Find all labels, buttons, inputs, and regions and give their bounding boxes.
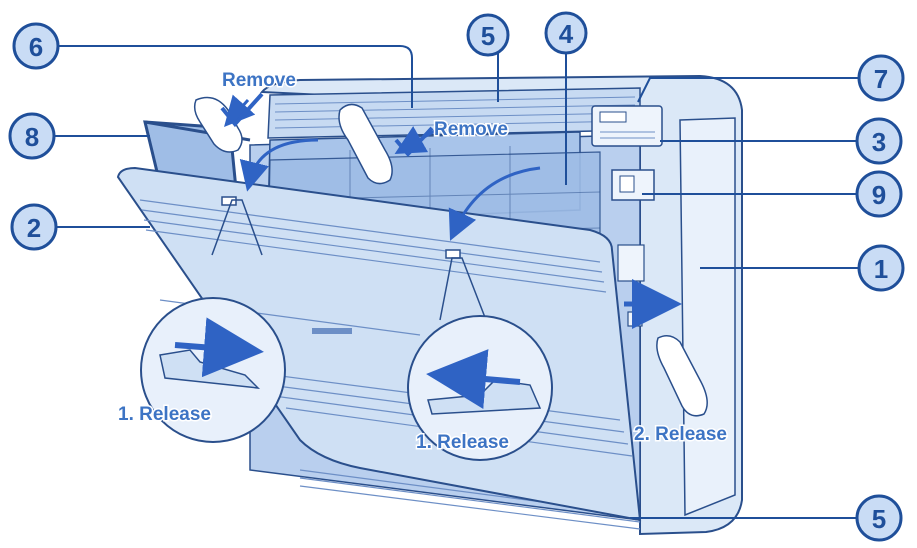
svg-text:6: 6 (29, 32, 43, 62)
magnifier-inset-left (140, 199, 286, 443)
remove-label-center: Remove (434, 119, 508, 140)
callout-5-bottom: 5 (855, 494, 903, 542)
svg-text:4: 4 (559, 19, 574, 49)
brand-logo (312, 328, 352, 334)
callout-2: 2 (10, 203, 58, 251)
callout-8: 8 (8, 112, 56, 160)
svg-text:9: 9 (872, 180, 886, 210)
callout-6: 6 (12, 22, 60, 70)
remove-label-left: Remove (222, 70, 296, 91)
svg-text:2: 2 (27, 213, 41, 243)
svg-text:8: 8 (25, 122, 39, 152)
check-icon (220, 92, 434, 158)
callout-7: 7 (857, 54, 905, 102)
callout-3: 3 (855, 117, 903, 165)
release-label-left: 1. Release (118, 404, 211, 425)
magnifier-inset-center (407, 257, 553, 461)
latch-center (445, 249, 461, 259)
svg-text:5: 5 (481, 21, 495, 51)
release-label-right: 2. Release (634, 424, 727, 445)
svg-text:7: 7 (874, 64, 888, 94)
callout-1: 1 (857, 244, 905, 292)
callout-4: 4 (544, 11, 588, 55)
svg-text:5: 5 (872, 504, 886, 534)
svg-text:3: 3 (872, 127, 886, 157)
release-label-center: 1. Release (416, 432, 509, 453)
latch-left (221, 196, 237, 206)
svg-text:1: 1 (874, 254, 888, 284)
hand-icon (193, 96, 708, 417)
callout-5-top: 5 (466, 13, 510, 57)
arrow-icon (224, 94, 682, 329)
callout-9: 9 (855, 170, 903, 218)
callout-leaders (54, 45, 858, 519)
